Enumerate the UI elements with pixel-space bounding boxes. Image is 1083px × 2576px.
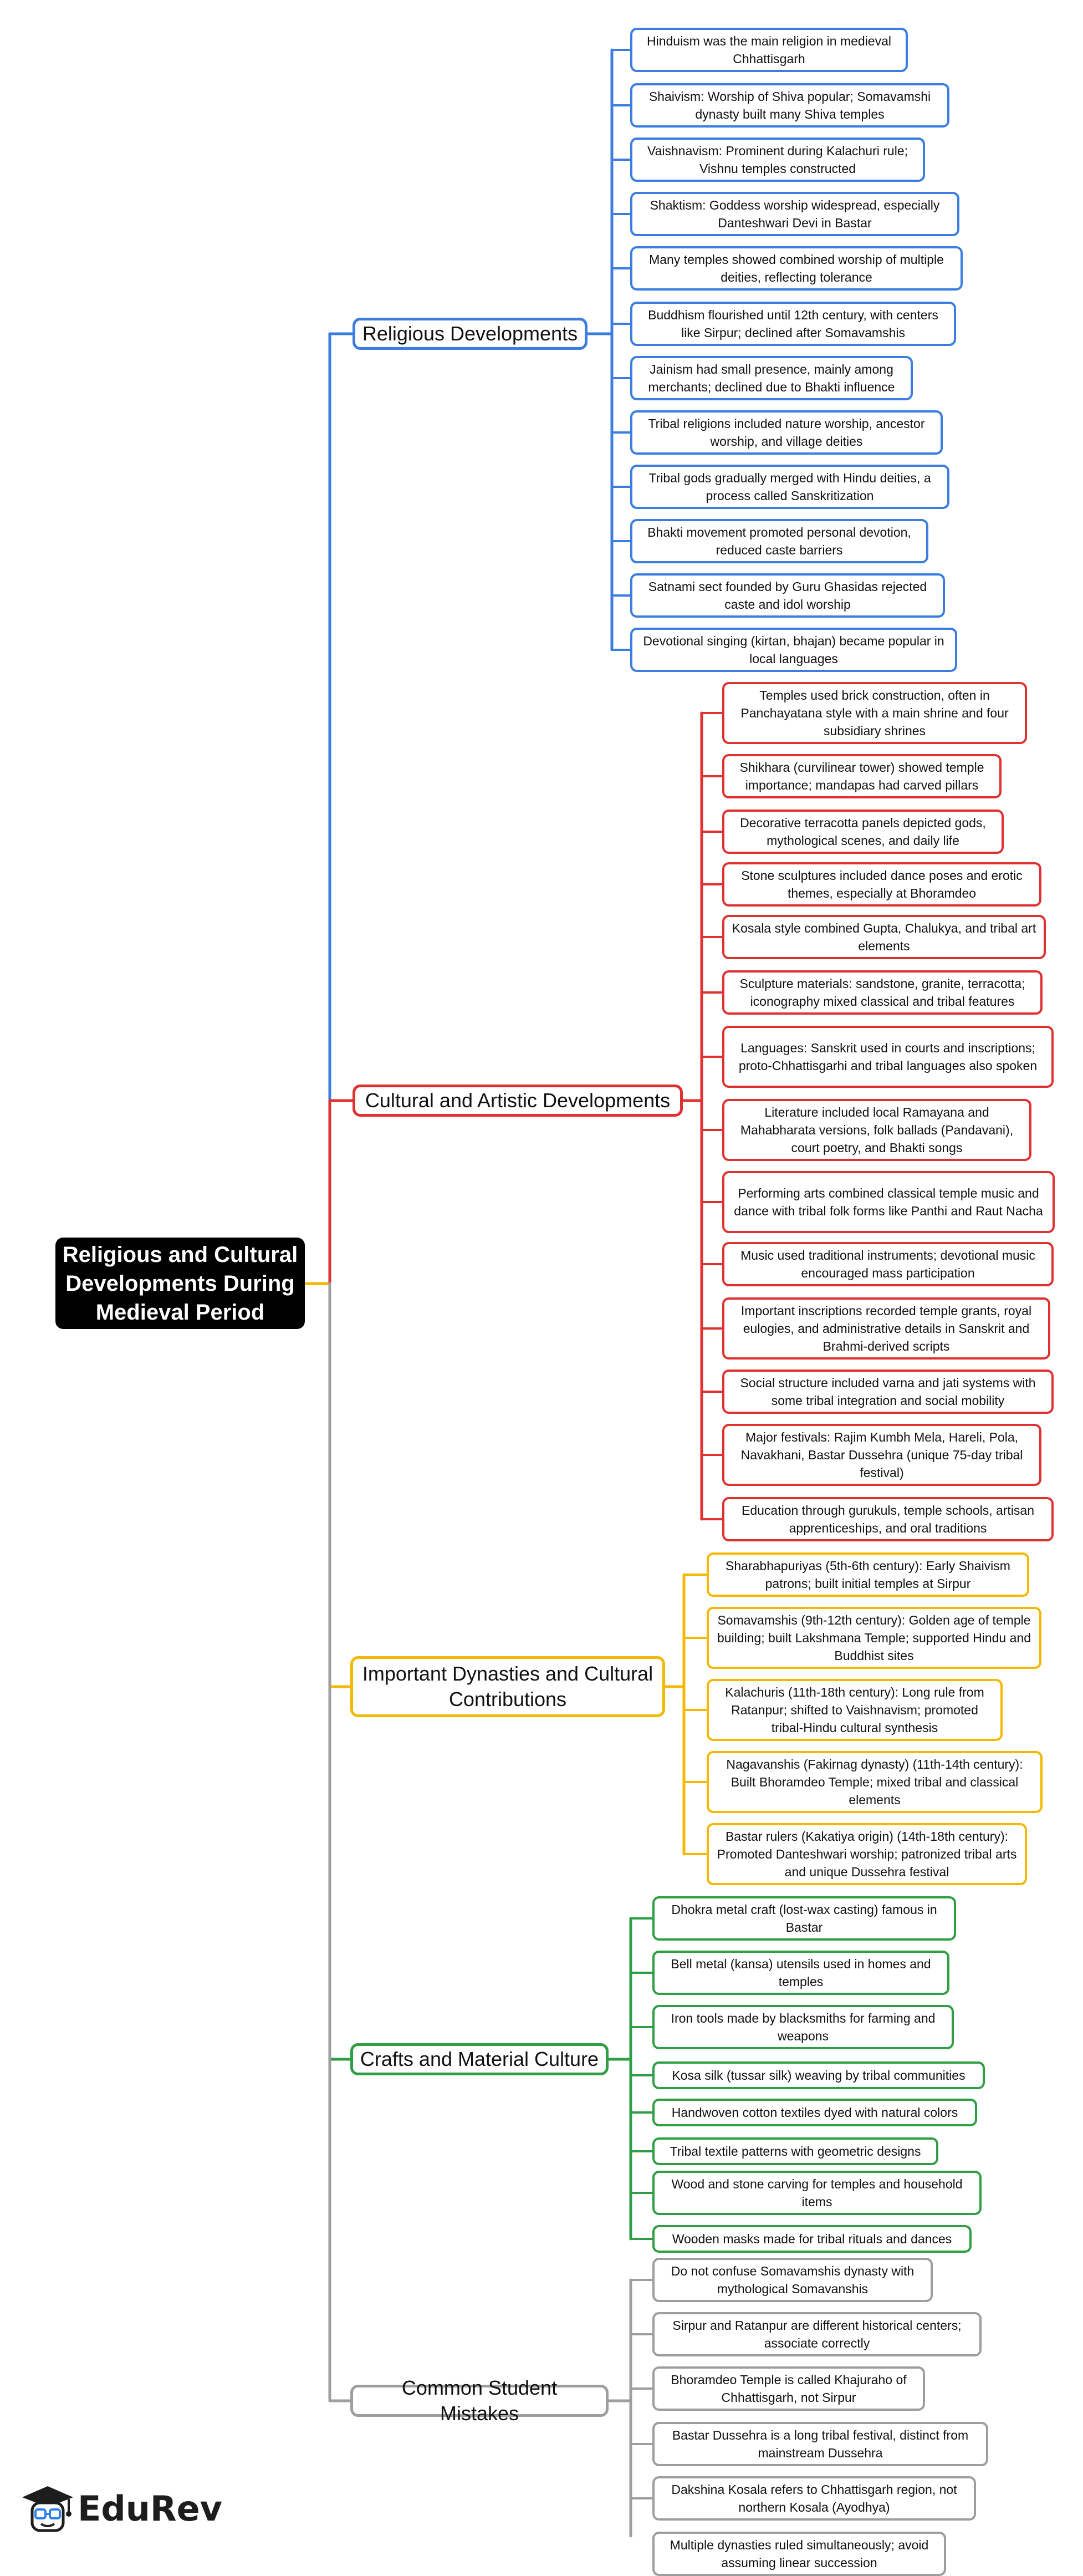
branch-node: Important Dynasties and Cultural Contrib… — [350, 1656, 665, 1717]
leaf-node: Bastar rulers (Kakatiya origin) (14th-18… — [707, 1823, 1027, 1885]
leaf-node: Literature included local Ramayana and M… — [722, 1099, 1031, 1161]
leaf-node: Many temples showed combined worship of … — [630, 246, 963, 291]
leaf-node: Wood and stone carving for temples and h… — [652, 2171, 982, 2215]
graduation-cap-icon — [22, 2486, 73, 2532]
leaf-node: Shikhara (curvilinear tower) showed temp… — [722, 754, 1002, 798]
leaf-node: Buddhism flourished until 12th century, … — [630, 302, 956, 346]
leaf-node: Devotional singing (kirtan, bhajan) beca… — [630, 628, 957, 672]
leaf-node: Bell metal (kansa) utensils used in home… — [652, 1951, 949, 1995]
leaf-node: Sirpur and Ratanpur are different histor… — [652, 2312, 982, 2356]
leaf-node: Hinduism was the main religion in mediev… — [630, 28, 908, 72]
leaf-node: Tribal religions included nature worship… — [630, 410, 943, 455]
root-node: Religious and Cultural Developments Duri… — [55, 1238, 305, 1329]
leaf-node: Bhoramdeo Temple is called Khajuraho of … — [652, 2366, 925, 2411]
leaf-node: Shaivism: Worship of Shiva popular; Soma… — [630, 83, 949, 128]
leaf-node: Kosa silk (tussar silk) weaving by triba… — [652, 2061, 985, 2089]
leaf-node: Nagavanshis (Fakirnag dynasty) (11th-14t… — [707, 1751, 1043, 1813]
leaf-node: Iron tools made by blacksmiths for farmi… — [652, 2005, 954, 2049]
leaf-node: Multiple dynasties ruled simultaneously;… — [652, 2532, 946, 2576]
leaf-node: Social structure included varna and jati… — [722, 1370, 1054, 1414]
leaf-node: Do not confuse Somavamshis dynasty with … — [652, 2258, 933, 2302]
leaf-node: Wooden masks made for tribal rituals and… — [652, 2225, 972, 2253]
leaf-node: Kalachuris (11th-18th century): Long rul… — [707, 1679, 1003, 1741]
branch-node: Common Student Mistakes — [350, 2376, 609, 2425]
leaf-node: Tribal textile patterns with geometric d… — [652, 2137, 938, 2165]
logo-text: EduRev — [78, 2488, 223, 2529]
leaf-node: Tribal gods gradually merged with Hindu … — [630, 465, 949, 509]
edurev-logo: EduRev — [20, 2482, 223, 2535]
leaf-node: Bastar Dussehra is a long tribal festiva… — [652, 2422, 988, 2466]
leaf-node: Stone sculptures included dance poses an… — [722, 862, 1041, 907]
branch-node: Cultural and Artistic Developments — [353, 1085, 683, 1117]
leaf-node: Handwoven cotton textiles dyed with natu… — [652, 2099, 977, 2126]
leaf-node: Major festivals: Rajim Kumbh Mela, Harel… — [722, 1424, 1041, 1486]
leaf-node: Dhokra metal craft (lost-wax casting) fa… — [652, 1896, 956, 1941]
leaf-node: Jainism had small presence, mainly among… — [630, 356, 913, 400]
leaf-node: Performing arts combined classical templ… — [722, 1171, 1055, 1233]
leaf-node: Sculpture materials: sandstone, granite,… — [722, 970, 1043, 1015]
leaf-node: Satnami sect founded by Guru Ghasidas re… — [630, 573, 945, 618]
branch-node: Religious Developments — [353, 318, 588, 350]
leaf-node: Education through gurukuls, temple schoo… — [722, 1497, 1054, 1541]
branch-node: Crafts and Material Culture — [350, 2043, 609, 2075]
leaf-node: Dakshina Kosala refers to Chhattisgarh r… — [652, 2476, 976, 2521]
leaf-node: Decorative terracotta panels depicted go… — [722, 810, 1004, 854]
leaf-node: Languages: Sanskrit used in courts and i… — [722, 1026, 1054, 1088]
leaf-node: Shaktism: Goddess worship widespread, es… — [630, 192, 959, 236]
leaf-node: Bhakti movement promoted personal devoti… — [630, 519, 928, 563]
leaf-node: Sharabhapuriyas (5th-6th century): Early… — [707, 1552, 1029, 1597]
leaf-node: Kosala style combined Gupta, Chalukya, a… — [722, 915, 1046, 959]
leaf-node: Music used traditional instruments; devo… — [722, 1242, 1054, 1286]
leaf-node: Somavamshis (9th-12th century): Golden a… — [707, 1607, 1041, 1669]
leaf-node: Temples used brick construction, often i… — [722, 682, 1027, 744]
leaf-node: Vaishnavism: Prominent during Kalachuri … — [630, 138, 925, 182]
leaf-node: Important inscriptions recorded temple g… — [722, 1297, 1050, 1360]
